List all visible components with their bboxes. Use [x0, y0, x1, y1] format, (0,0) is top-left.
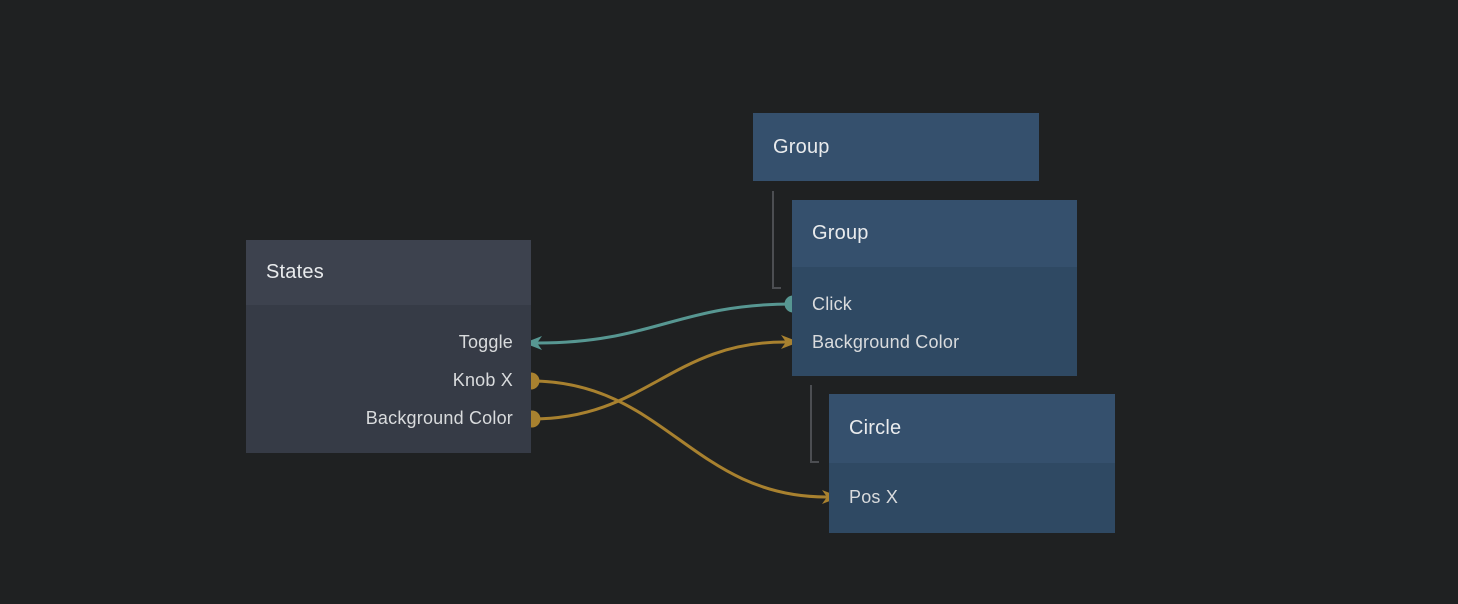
node-title: Circle — [849, 417, 902, 439]
port-row-background-color[interactable]: Background Color — [812, 331, 960, 352]
port-row-pos-x[interactable]: Pos X — [849, 486, 899, 507]
node-title: Group — [812, 222, 869, 244]
node-group-outer[interactable]: Group — [753, 113, 1039, 181]
node-circle-body: Pos X — [829, 463, 1115, 533]
port-row-click[interactable]: Click — [812, 293, 852, 314]
node-circle[interactable]: Circle Pos X — [829, 394, 1115, 533]
tree-group-inner-to-circle — [810, 385, 819, 463]
edge-knobx-to-posx[interactable] — [529, 379, 828, 499]
port-row-knob-x[interactable]: Knob X — [452, 369, 513, 390]
node-title: Group — [773, 135, 830, 158]
port-row-background-color[interactable]: Background Color — [365, 407, 513, 428]
node-group-inner-body: Click Background Color — [792, 267, 1077, 376]
tree-group-outer-to-inner — [772, 191, 781, 289]
edge-bgcolor-to-bgcolor[interactable] — [530, 340, 787, 421]
node-group-inner-header[interactable]: Group — [792, 200, 1077, 267]
node-states-body: Toggle Knob X Background Color — [246, 305, 531, 453]
node-group-outer-header[interactable]: Group — [753, 113, 1039, 181]
edge-click-to-toggle[interactable] — [536, 302, 795, 345]
port-row-toggle[interactable]: Toggle — [458, 331, 513, 352]
node-title: States — [266, 261, 324, 283]
node-circle-header[interactable]: Circle — [829, 394, 1115, 463]
node-states-header[interactable]: States — [246, 240, 531, 305]
node-states[interactable]: States Toggle Knob X Background Color — [246, 240, 531, 453]
node-group-inner[interactable]: Group Click Background Color — [792, 200, 1077, 376]
